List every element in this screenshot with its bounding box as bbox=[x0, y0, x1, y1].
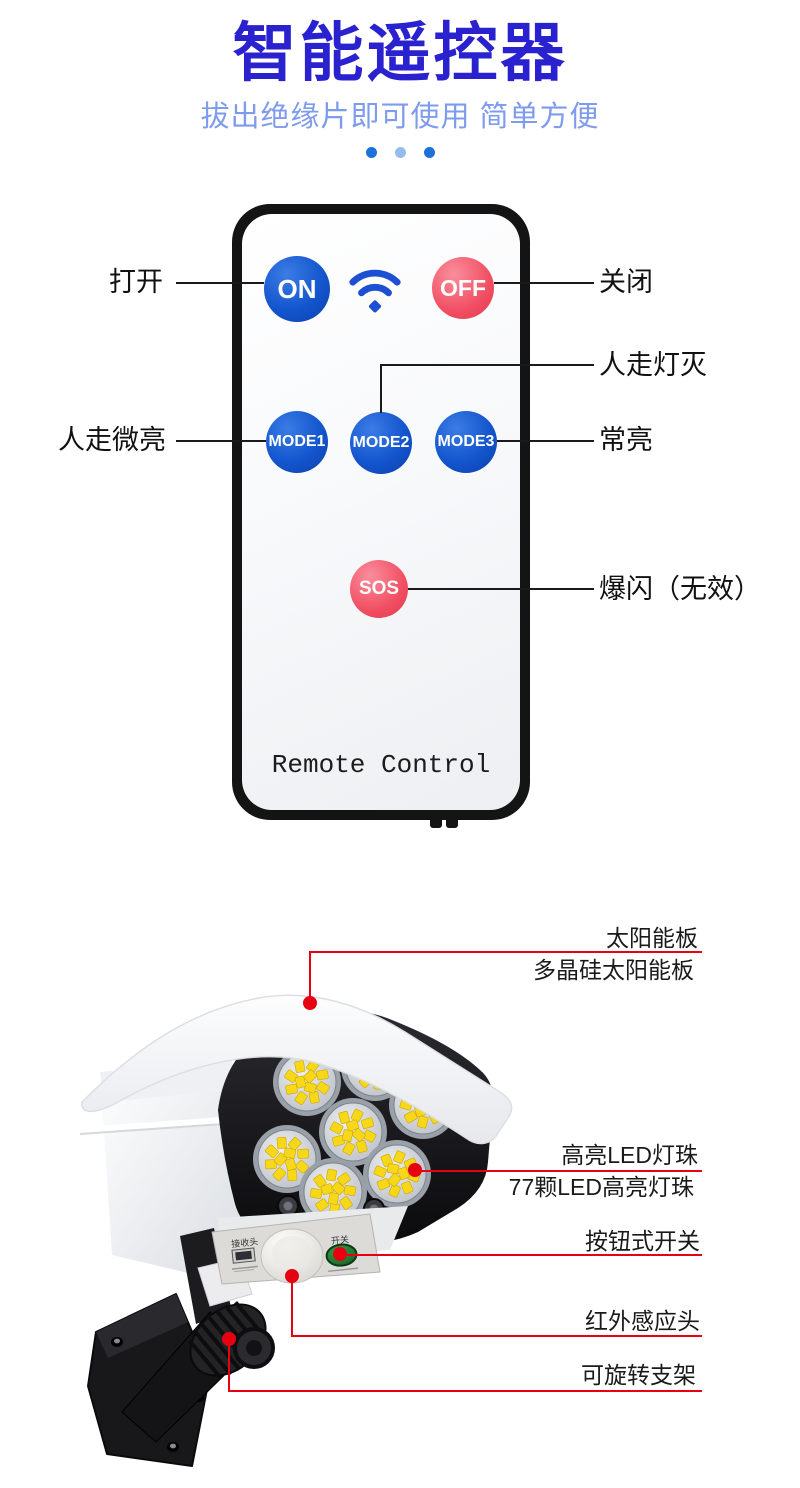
rcallout-solar-v bbox=[309, 951, 311, 998]
rcallout-led bbox=[415, 1170, 702, 1172]
control-panel: 接收头 开关 bbox=[211, 1213, 381, 1285]
off-button: OFF bbox=[432, 257, 494, 319]
switch-label: 开关 bbox=[330, 1233, 349, 1246]
rcallout-sensor-h bbox=[291, 1335, 702, 1337]
callout-line-alwayson bbox=[497, 440, 594, 442]
label-switch: 按钮式开关 bbox=[585, 1228, 700, 1254]
rcallout-solar-dot bbox=[303, 996, 317, 1010]
rcallout-sensor-dot bbox=[285, 1269, 299, 1283]
label-led: 高亮LED灯珠 bbox=[561, 1142, 698, 1168]
label-solar-subtitle: 多晶硅太阳能板 bbox=[533, 957, 694, 983]
mode3-button: MODE3 bbox=[435, 411, 497, 473]
remote-foot bbox=[430, 818, 442, 828]
callout-line-walkdim bbox=[176, 440, 266, 442]
rcallout-sensor-v bbox=[291, 1276, 293, 1337]
remote-brand-text: Remote Control bbox=[271, 750, 491, 780]
callout-line-walkoff-h bbox=[380, 364, 594, 366]
label-sensor: 红外感应头 bbox=[585, 1308, 700, 1334]
mode2-button: MODE2 bbox=[350, 412, 412, 474]
callout-line-open bbox=[176, 282, 264, 284]
callout-line-walkoff-v bbox=[380, 364, 382, 413]
camera-product-image: 接收头 开关 bbox=[79, 994, 513, 1467]
wifi-icon bbox=[349, 269, 401, 313]
dot-icon bbox=[423, 147, 435, 158]
label-led-subtitle: 77颗LED高亮灯珠 bbox=[508, 1174, 694, 1200]
solar-panel-hood bbox=[81, 994, 513, 1145]
dot-icon bbox=[394, 147, 406, 158]
sos-button: SOS bbox=[350, 560, 408, 618]
label-walk-off: 人走灯灭 bbox=[599, 350, 707, 380]
rcallout-solar-h bbox=[309, 951, 702, 953]
remote-foot bbox=[446, 818, 458, 828]
callout-line-close bbox=[494, 282, 594, 284]
page-title: 智能遥控器 bbox=[232, 17, 568, 89]
mode1-button: MODE1 bbox=[266, 411, 328, 473]
receiver-label: 接收头 bbox=[231, 1236, 259, 1250]
label-open: 打开 bbox=[109, 267, 163, 297]
rcallout-switch bbox=[339, 1254, 702, 1256]
page-subtitle: 拔出绝缘片即可使用 简单方便 bbox=[200, 101, 600, 133]
rcallout-bracket-v bbox=[228, 1339, 230, 1392]
rcallout-switch-dot bbox=[333, 1247, 347, 1261]
label-walk-dim: 人走微亮 bbox=[58, 425, 166, 455]
label-strobe: 爆闪（无效） bbox=[599, 574, 761, 604]
dot-icon bbox=[365, 147, 377, 158]
on-button: ON bbox=[264, 256, 330, 322]
label-close: 关闭 bbox=[599, 267, 653, 297]
label-bracket: 可旋转支架 bbox=[581, 1362, 696, 1388]
label-solar-panel: 太阳能板 bbox=[606, 925, 698, 951]
rcallout-bracket-dot bbox=[222, 1332, 236, 1346]
rcallout-led-dot bbox=[408, 1163, 422, 1177]
label-always-on: 常亮 bbox=[599, 425, 653, 455]
divider-dots bbox=[0, 147, 800, 158]
callout-line-strobe bbox=[408, 588, 594, 590]
rcallout-bracket-h bbox=[228, 1390, 702, 1392]
